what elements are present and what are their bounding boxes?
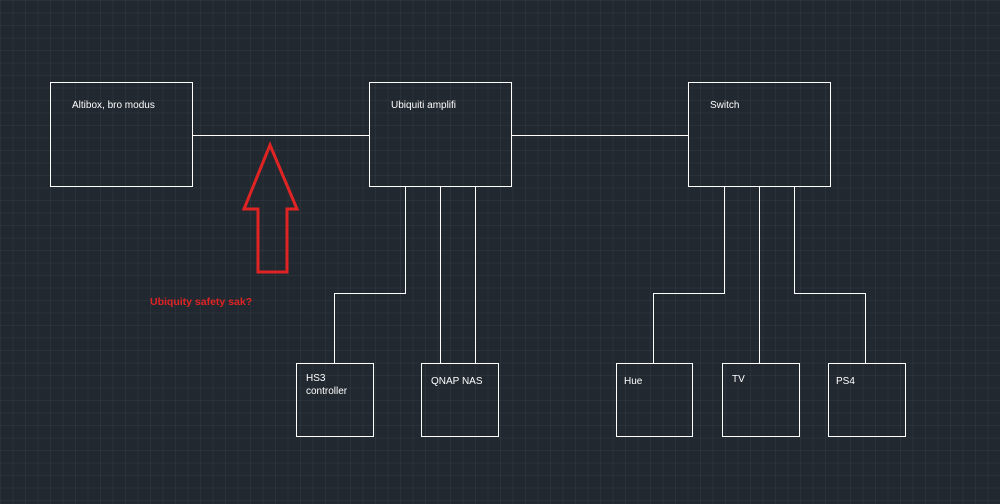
connector-switch-hue xyxy=(653,186,725,364)
node-label-hs3-line1: HS3 xyxy=(306,373,326,384)
node-label-hs3-line2: controller xyxy=(306,386,348,397)
node-label-ps4: PS4 xyxy=(836,376,855,387)
node-box-ps4[interactable] xyxy=(828,363,906,437)
node-box-tv[interactable] xyxy=(722,363,800,437)
arrow-up-icon xyxy=(241,141,300,274)
node-box-switch[interactable] xyxy=(688,82,831,187)
connector-ubiquiti-hs3 xyxy=(334,186,406,364)
node-label-switch: Switch xyxy=(710,100,739,111)
node-label-tv: TV xyxy=(732,374,745,385)
node-label-qnap: QNAP NAS xyxy=(431,376,483,387)
node-box-hue[interactable] xyxy=(616,363,693,437)
node-box-ubiquiti[interactable] xyxy=(369,82,512,187)
connector-switch-ps4 xyxy=(794,186,866,364)
node-label-altibox: Altibox, bro modus xyxy=(72,100,155,111)
node-box-qnap[interactable] xyxy=(421,363,499,437)
annotation-text: Ubiquity safety sak? xyxy=(150,296,252,308)
node-box-altibox[interactable] xyxy=(50,82,193,187)
node-label-ubiquiti: Ubiquiti amplifi xyxy=(391,100,456,111)
node-label-hue: Hue xyxy=(624,376,643,387)
